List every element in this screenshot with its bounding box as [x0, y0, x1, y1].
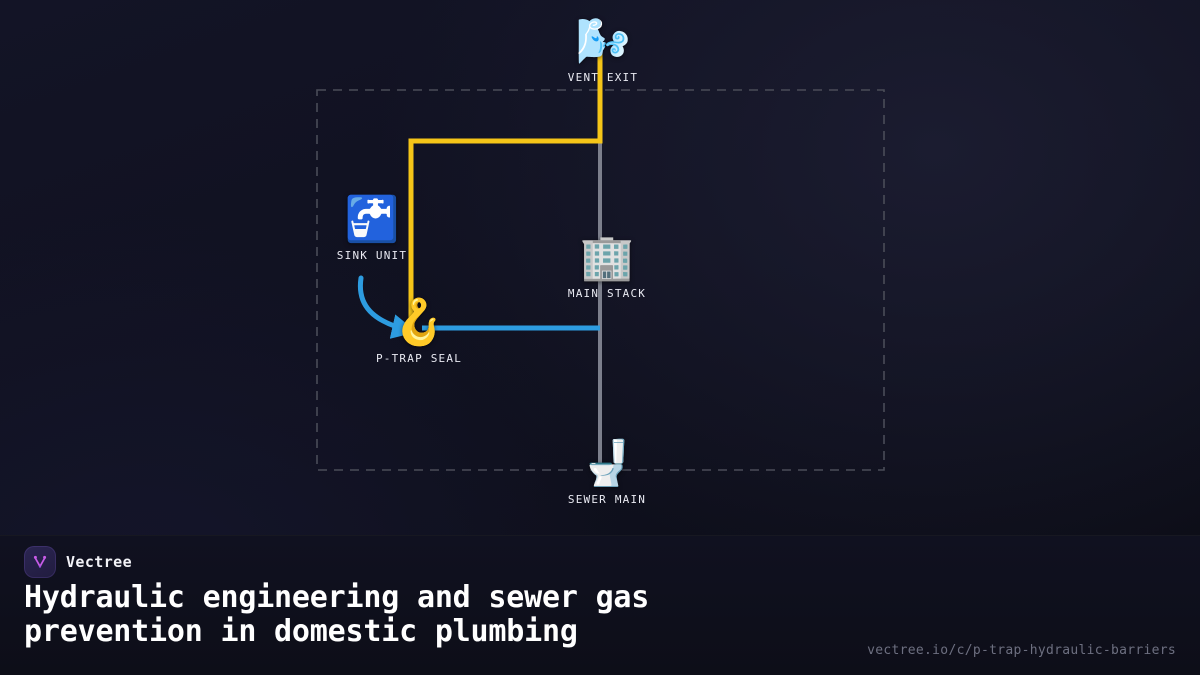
- node-sink-unit[interactable]: 🚰 SINK UNIT: [336, 194, 408, 263]
- headline: Hydraulic engineering and sewer gas prev…: [24, 580, 650, 649]
- node-vent-exit[interactable]: 🌬️ VENT EXIT: [567, 16, 639, 85]
- potable-water-icon: 🚰: [344, 194, 400, 245]
- card-footer: Vectree Hydraulic engineering and sewer …: [0, 535, 1200, 675]
- vectree-logo-icon: [24, 546, 56, 578]
- diagram-vectors: [316, 52, 885, 478]
- office-building-icon: 🏢: [579, 232, 635, 283]
- toilet-icon: 🚽: [579, 438, 635, 489]
- node-label: SEWER MAIN: [567, 493, 647, 506]
- wind-face-icon: 🌬️: [575, 16, 631, 67]
- drain-pipe-sink: [357, 275, 417, 339]
- brand-row[interactable]: Vectree: [24, 546, 132, 578]
- node-label: P-TRAP SEAL: [375, 352, 463, 365]
- site-url[interactable]: vectree.io/c/p-trap-hydraulic-barriers: [867, 643, 1176, 658]
- node-label: VENT EXIT: [567, 71, 639, 84]
- brand-name: Vectree: [66, 553, 133, 571]
- node-label: SINK UNIT: [336, 249, 408, 262]
- node-sewer-main[interactable]: 🚽 SEWER MAIN: [567, 438, 647, 507]
- node-label: MAIN STACK: [567, 287, 647, 300]
- building-boundary: [316, 89, 885, 471]
- node-main-stack[interactable]: 🏢 MAIN STACK: [567, 232, 647, 301]
- node-p-trap-seal[interactable]: 🪝 P-TRAP SEAL: [375, 297, 463, 366]
- plumbing-diagram: 🌬️ VENT EXIT 🚰 SINK UNIT 🏢 MAIN STACK 🪝 …: [316, 16, 885, 507]
- hook-icon: 🪝: [391, 297, 447, 348]
- vent-pipe: [408, 52, 603, 336]
